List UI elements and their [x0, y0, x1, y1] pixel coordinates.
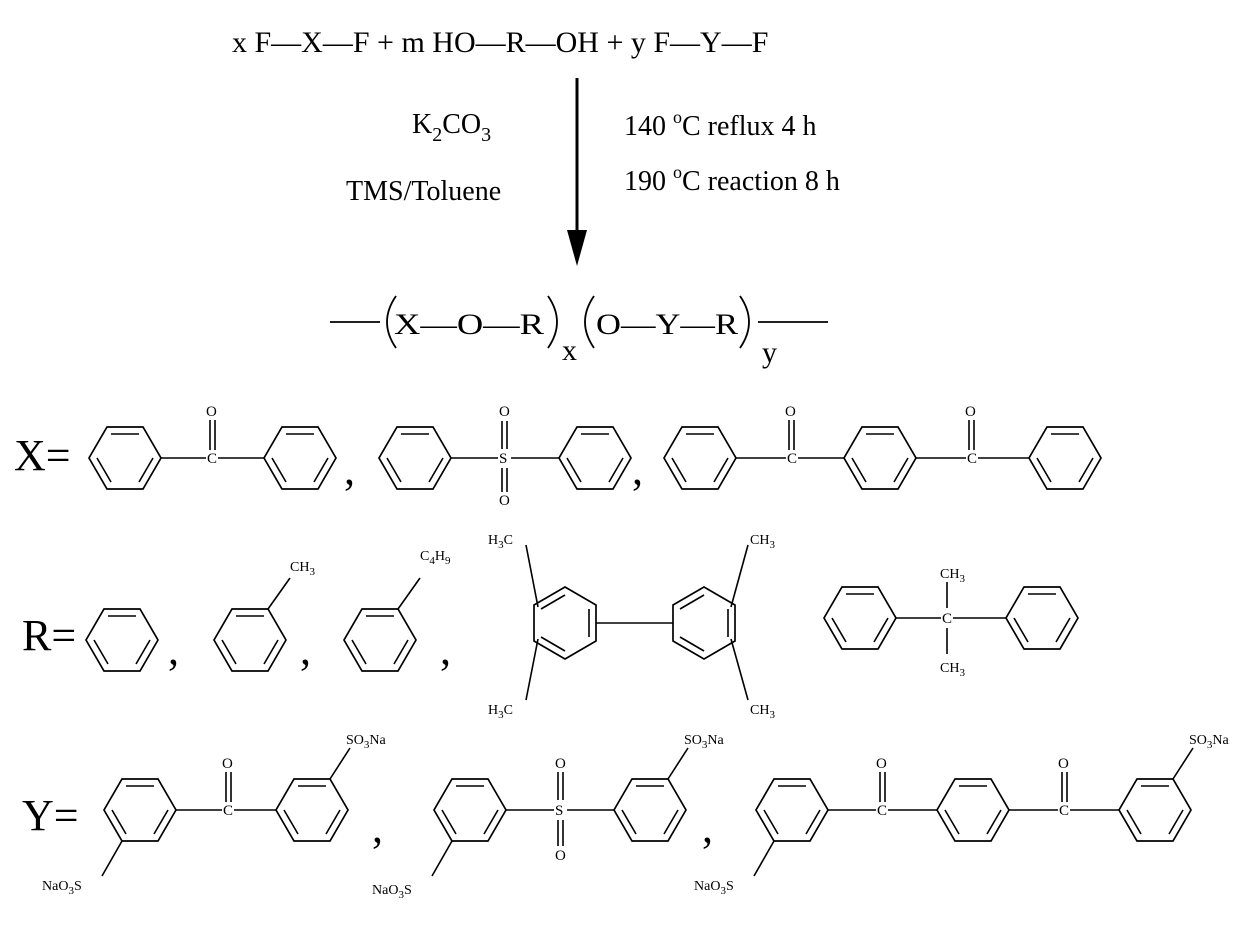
comma-r3: ,	[440, 625, 451, 674]
comma-r1: ,	[168, 625, 179, 674]
r-bisphenol-a: C CH3 CH3	[823, 567, 1079, 679]
product-polymer: X—O—R x O—Y—R y	[330, 295, 828, 369]
svg-text:C: C	[207, 451, 217, 467]
r-butylbenzene: C4H9	[343, 549, 451, 672]
svg-text:SO3Na: SO3Na	[684, 733, 725, 751]
svg-text:SO3Na: SO3Na	[1189, 733, 1230, 751]
svg-text:O: O	[206, 404, 217, 420]
product-unit-1: X—O—R	[394, 308, 544, 341]
x-bisbenzoylbenzene: C O C O	[663, 404, 1102, 490]
y-label: Y=	[22, 791, 79, 840]
svg-text:S: S	[499, 451, 507, 467]
product-sub-x: x	[562, 334, 577, 367]
x-diphenylsulfone: S O O	[378, 404, 632, 509]
svg-text:C: C	[877, 803, 887, 819]
reaction-arrow	[567, 78, 587, 266]
svg-text:140 oC reflux 4 h: 140 oC reflux 4 h	[624, 107, 817, 142]
product-unit-2: O—Y—R	[596, 308, 738, 341]
svg-text:SO3Na: SO3Na	[346, 733, 387, 751]
comma-y2: ,	[702, 803, 713, 852]
svg-text:CH3: CH3	[940, 661, 965, 679]
svg-text:H3C: H3C	[488, 703, 513, 721]
reactants-equation: x F—X—F + m HO—R—OH + y F—Y—F	[232, 26, 768, 59]
y-sulfonated-bisbenzoylbenzene: C O C O SO3Na NaO3S	[694, 733, 1230, 897]
svg-text:O: O	[876, 756, 887, 772]
x-benzophenone: C O	[88, 404, 337, 490]
svg-text:CH3: CH3	[750, 703, 775, 721]
svg-text:NaO3S: NaO3S	[372, 883, 412, 901]
svg-text:O: O	[965, 404, 976, 420]
comma-x1: ,	[344, 445, 355, 494]
svg-text:O: O	[555, 848, 566, 864]
y-sulfonated-benzophenone: C O SO3Na NaO3S	[42, 733, 387, 897]
svg-text:CH3: CH3	[940, 567, 965, 585]
svg-text:S: S	[555, 803, 563, 819]
svg-text:O: O	[499, 404, 510, 420]
svg-text:K2CO3: K2CO3	[412, 109, 491, 146]
svg-text:O: O	[1058, 756, 1069, 772]
condition-reflux: 140 oC reflux 4 h	[624, 107, 817, 142]
x-label: X=	[14, 431, 71, 480]
svg-text:NaO3S: NaO3S	[694, 879, 734, 897]
r-toluene: CH3	[213, 560, 315, 672]
comma-x2: ,	[632, 445, 643, 494]
y-sulfonated-diphenylsulfone: S O O SO3Na NaO3S	[372, 733, 725, 901]
r-label: R=	[22, 611, 76, 660]
svg-text:O: O	[785, 404, 796, 420]
product-sub-y: y	[762, 336, 777, 369]
condition-reaction: 190 oC reaction 8 h	[624, 162, 840, 197]
comma-y1: ,	[372, 803, 383, 852]
comma-r2: ,	[300, 625, 311, 674]
svg-text:190 oC reaction 8 h: 190 oC reaction 8 h	[624, 162, 840, 197]
svg-text:CH3: CH3	[290, 560, 315, 578]
svg-text:H3C: H3C	[488, 533, 513, 551]
svg-text:C: C	[223, 803, 233, 819]
svg-text:C: C	[1059, 803, 1069, 819]
reagent-k2co3: K2CO3	[412, 109, 491, 146]
svg-text:C4H9: C4H9	[420, 549, 451, 567]
r-tetramethylbiphenyl: H3C CH3 H3C CH3	[488, 533, 775, 721]
svg-text:CH3: CH3	[750, 533, 775, 551]
reagent-solvent: TMS/Toluene	[346, 176, 501, 207]
svg-text:O: O	[555, 756, 566, 772]
svg-text:O: O	[222, 756, 233, 772]
svg-text:C: C	[942, 611, 952, 627]
svg-text:C: C	[787, 451, 797, 467]
svg-text:C: C	[967, 451, 977, 467]
svg-text:NaO3S: NaO3S	[42, 879, 82, 897]
r-benzene	[85, 608, 159, 672]
svg-text:O: O	[499, 493, 510, 509]
